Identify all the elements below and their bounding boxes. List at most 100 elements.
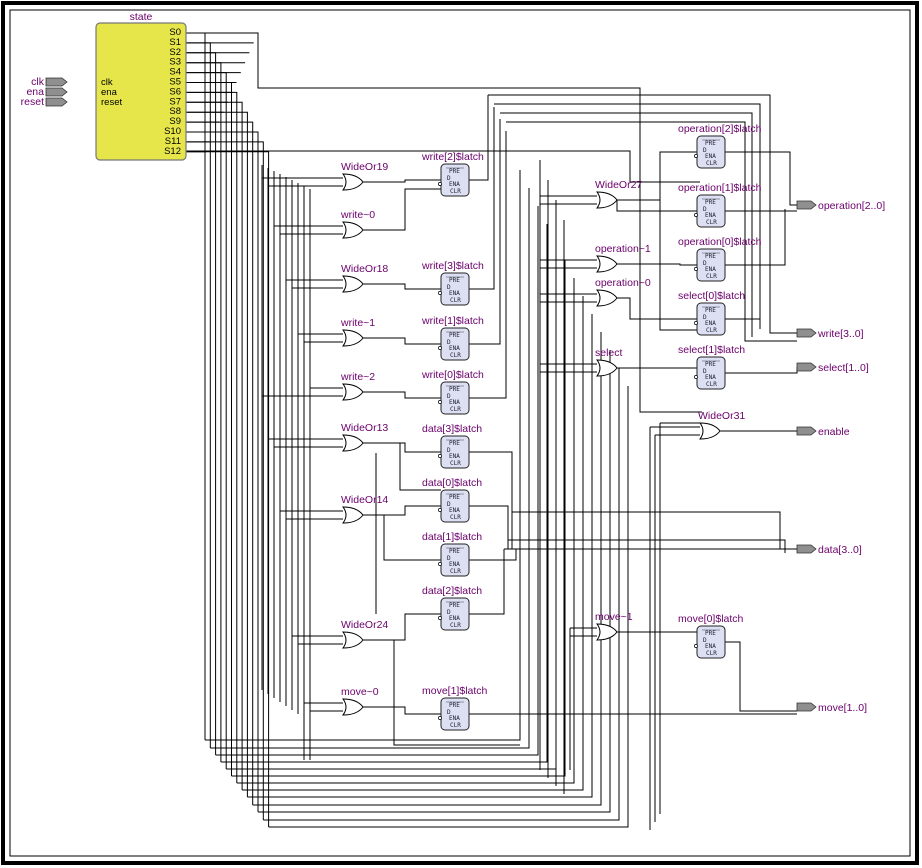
svg-text:ENA: ENA bbox=[705, 643, 716, 650]
output-port-write[interactable]: write[3..0] bbox=[796, 328, 864, 340]
output-port-operation[interactable]: operation[2..0] bbox=[796, 200, 885, 212]
svg-text:D: D bbox=[703, 637, 707, 644]
input-port-reset[interactable]: reset bbox=[21, 96, 68, 108]
svg-text:PRE: PRE bbox=[449, 602, 460, 609]
svg-text:PRE: PRE bbox=[449, 440, 460, 447]
svg-text:ena: ena bbox=[26, 86, 44, 98]
or-gate-operation0[interactable]: operation~0 bbox=[595, 277, 651, 307]
svg-text:PRE: PRE bbox=[449, 386, 460, 393]
svg-text:CLR: CLR bbox=[706, 650, 717, 657]
or-gate-write0[interactable]: write~0 bbox=[340, 209, 375, 239]
or-gate-move1[interactable]: move~1 bbox=[595, 611, 633, 641]
state-pin-s6: S6 bbox=[169, 86, 181, 97]
svg-text:WideOr19: WideOr19 bbox=[341, 161, 388, 173]
state-block[interactable]: state clk ena reset S0S1S2S3S4S5S6S7S8S9… bbox=[95, 11, 187, 161]
input-port-clk[interactable]: clk bbox=[31, 76, 68, 88]
svg-text:move~0: move~0 bbox=[341, 686, 379, 698]
state-pin-s7: S7 bbox=[169, 96, 181, 107]
or-gate-write2[interactable]: write~2 bbox=[340, 371, 375, 401]
or-gate-wideor27[interactable]: WideOr27 bbox=[595, 179, 642, 209]
state-block-title: state bbox=[130, 11, 153, 23]
svg-text:PRE: PRE bbox=[449, 494, 460, 501]
svg-text:PRE: PRE bbox=[705, 253, 716, 260]
svg-text:PRE: PRE bbox=[449, 548, 460, 555]
state-pin-s10: S10 bbox=[164, 126, 181, 137]
svg-text:CLR: CLR bbox=[706, 160, 717, 167]
state-pin-s12: S12 bbox=[164, 146, 181, 157]
svg-text:PRE: PRE bbox=[705, 199, 716, 206]
output-port-data[interactable]: data[3..0] bbox=[796, 544, 862, 556]
svg-text:select[1..0]: select[1..0] bbox=[818, 362, 869, 374]
svg-text:operation[2..0]: operation[2..0] bbox=[818, 200, 885, 212]
svg-text:CLR: CLR bbox=[450, 188, 461, 195]
svg-text:PRE: PRE bbox=[705, 630, 716, 637]
svg-text:move[0]$latch: move[0]$latch bbox=[678, 613, 744, 625]
or-gate-wideor13[interactable]: WideOr13 bbox=[341, 422, 388, 452]
svg-text:CLR: CLR bbox=[450, 514, 461, 521]
svg-text:WideOr13: WideOr13 bbox=[341, 422, 388, 434]
svg-text:PRE: PRE bbox=[449, 332, 460, 339]
svg-text:PRE: PRE bbox=[705, 307, 716, 314]
or-gate-move0[interactable]: move~0 bbox=[341, 686, 379, 716]
svg-text:write[1]$latch: write[1]$latch bbox=[421, 315, 484, 327]
svg-text:move~1: move~1 bbox=[595, 611, 633, 623]
svg-text:D: D bbox=[447, 339, 451, 346]
svg-text:D: D bbox=[703, 206, 707, 213]
or-gate-write1[interactable]: write~1 bbox=[340, 317, 375, 347]
svg-text:select[0]$latch: select[0]$latch bbox=[678, 290, 745, 302]
svg-text:ENA: ENA bbox=[449, 715, 460, 722]
svg-text:operation~1: operation~1 bbox=[595, 243, 651, 255]
output-port-enable[interactable]: enable bbox=[796, 426, 850, 438]
svg-text:data[0]$latch: data[0]$latch bbox=[422, 477, 482, 489]
inner-border bbox=[9, 9, 911, 857]
svg-text:D: D bbox=[447, 609, 451, 616]
svg-text:WideOr14: WideOr14 bbox=[341, 494, 388, 506]
svg-text:move[1..0]: move[1..0] bbox=[818, 702, 867, 714]
svg-text:ENA: ENA bbox=[449, 507, 460, 514]
svg-text:CLR: CLR bbox=[450, 722, 461, 729]
or-gate-wideor14[interactable]: WideOr14 bbox=[341, 494, 388, 524]
or-gate-operation1[interactable]: operation~1 bbox=[595, 243, 651, 273]
svg-text:ENA: ENA bbox=[449, 561, 460, 568]
svg-text:write[3..0]: write[3..0] bbox=[817, 328, 864, 340]
state-pin-s2: S2 bbox=[169, 47, 181, 58]
svg-text:reset: reset bbox=[21, 96, 44, 108]
input-port-ena[interactable]: ena bbox=[26, 86, 68, 98]
svg-text:operation[2]$latch: operation[2]$latch bbox=[678, 123, 762, 135]
state-pin-ena: ena bbox=[101, 87, 118, 98]
svg-text:operation[1]$latch: operation[1]$latch bbox=[678, 182, 762, 194]
output-port-move[interactable]: move[1..0] bbox=[796, 702, 867, 714]
or-gate-wideor24[interactable]: WideOr24 bbox=[341, 619, 388, 649]
svg-text:enable: enable bbox=[818, 426, 850, 438]
output-port-select[interactable]: select[1..0] bbox=[796, 362, 869, 374]
or-gate-wideor18[interactable]: WideOr18 bbox=[341, 263, 388, 293]
or-gate-select[interactable]: select bbox=[595, 347, 623, 377]
svg-text:write~0: write~0 bbox=[340, 209, 375, 221]
svg-text:D: D bbox=[703, 314, 707, 321]
svg-text:CLR: CLR bbox=[450, 406, 461, 413]
svg-text:ENA: ENA bbox=[705, 153, 716, 160]
svg-text:CLR: CLR bbox=[706, 327, 717, 334]
svg-text:operation~0: operation~0 bbox=[595, 277, 651, 289]
svg-text:CLR: CLR bbox=[706, 273, 717, 280]
or-gate-wideor19[interactable]: WideOr19 bbox=[341, 161, 388, 191]
state-pin-s4: S4 bbox=[169, 67, 181, 78]
or-gate-wideor31[interactable]: WideOr31 bbox=[698, 410, 745, 440]
